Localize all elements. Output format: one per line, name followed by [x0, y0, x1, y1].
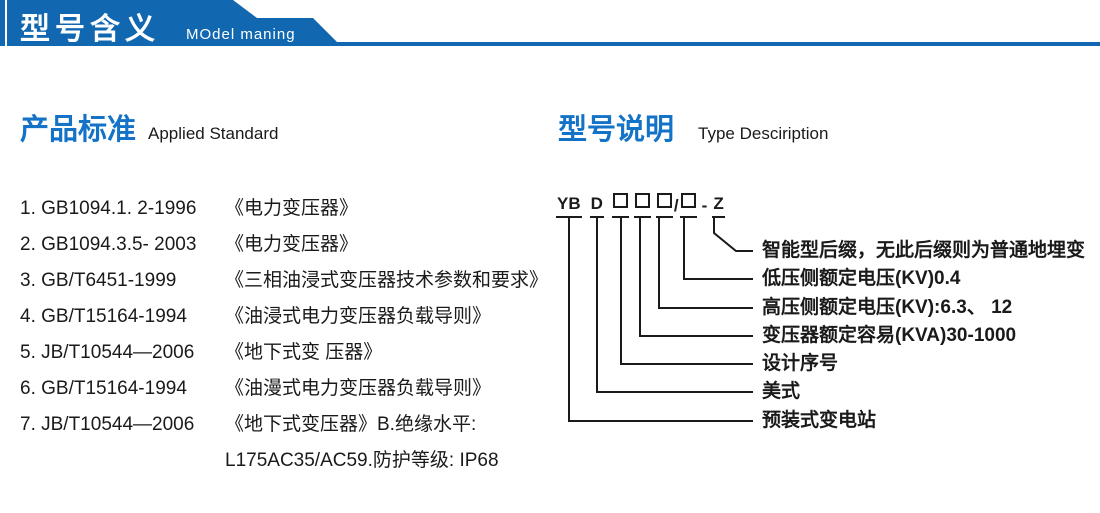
model-segment-box-1 — [611, 193, 629, 218]
standard-code: 4. GB/T15164-1994 — [20, 306, 187, 327]
standard-title: 《三相油浸式变压器技术参数和要求》 — [225, 270, 549, 291]
standard-code: 1. GB1094.1. 2-1996 — [20, 198, 197, 219]
applied-standard-heading-zh: 产品标准 — [20, 114, 137, 146]
type-description-heading: 型号说明 Type Desciription — [558, 106, 828, 148]
standard-title: 《电力变压器》 — [225, 198, 359, 219]
page-title-english: MOdel maning — [186, 26, 296, 43]
standard-item: 4. GB/T15164-1994 《油浸式电力变压器负载导则》 — [20, 303, 560, 339]
standard-title: 《地下式变 压器》 — [225, 342, 383, 363]
standard-code: 3. GB/T6451-1999 — [20, 270, 177, 291]
placeholder-box-icon — [680, 193, 696, 208]
standard-item-continuation: L175AC35/AC59.防护等级: IP68 — [20, 447, 560, 483]
callout-label-smart-suffix: 智能型后缀，无此后缀则为普通地埋变 — [762, 240, 1086, 261]
standard-title: 《油浸式电力变压器负载导则》 — [225, 306, 492, 327]
model-segment-box-4 — [679, 193, 697, 218]
applied-standard-heading: 产品标准 Applied Standard — [20, 106, 278, 148]
callout-label-american-style: 美式 — [762, 381, 801, 402]
standard-title: 《电力变压器》 — [225, 234, 359, 255]
standard-item: 3. GB/T6451-1999 《三相油浸式变压器技术参数和要求》 — [20, 267, 560, 303]
standard-code: 7. JB/T10544—2006 — [20, 414, 195, 435]
standard-code — [20, 447, 225, 483]
standard-item: 7. JB/T10544—2006 《地下式变压器》B.绝缘水平: — [20, 411, 560, 447]
placeholder-box-icon — [656, 193, 672, 208]
type-description-heading-en: Type Desciription — [698, 124, 829, 143]
callout-label-hv-voltage: 高压侧额定电压(KV):6.3、 12 — [762, 297, 1013, 318]
model-segment-slash: / — [673, 196, 679, 215]
callout-label-design-serial: 设计序号 — [762, 353, 839, 374]
page-title: 型号含义 — [20, 13, 160, 46]
standard-code: 5. JB/T10544—2006 — [20, 342, 195, 363]
callout-label-rated-capacity: 变压器额定容易(KVA)30-1000 — [762, 325, 1017, 346]
standard-code: 2. GB1094.3.5- 2003 — [20, 234, 197, 255]
standards-list: 1. GB1094.1. 2-1996 《电力变压器》 2. GB1094.3.… — [20, 195, 560, 483]
standard-title: 《地下式变压器》B.绝缘水平: — [225, 414, 477, 435]
standard-code: 6. GB/T15164-1994 — [20, 378, 187, 399]
model-segment-d: D — [589, 194, 604, 218]
standard-title: L175AC35/AC59.防护等级: IP68 — [225, 450, 499, 471]
model-segment-yb: YB — [556, 194, 582, 218]
applied-standard-heading-en: Applied Standard — [148, 124, 279, 143]
placeholder-box-icon — [612, 193, 628, 208]
type-description-heading-zh: 型号说明 — [558, 114, 675, 146]
model-segment-z: Z — [712, 194, 725, 218]
model-code: YB D / - Z — [556, 193, 725, 218]
model-segment-dash: - — [701, 196, 708, 215]
standard-item: 1. GB1094.1. 2-1996 《电力变压器》 — [20, 195, 560, 231]
callout-label-lv-voltage: 低压侧额定电压(KV)0.4 — [762, 268, 961, 289]
standard-item: 5. JB/T10544—2006 《地下式变 压器》 — [20, 339, 560, 375]
standard-title: 《油漫式电力变压器负载导则》 — [225, 378, 492, 399]
banner-shape — [0, 0, 1100, 46]
callout-label-prefab-substation: 预装式变电站 — [762, 410, 877, 431]
model-segment-box-2 — [633, 193, 651, 218]
standard-item: 6. GB/T15164-1994 《油漫式电力变压器负载导则》 — [20, 375, 560, 411]
placeholder-box-icon — [634, 193, 650, 208]
standard-item: 2. GB1094.3.5- 2003 《电力变压器》 — [20, 231, 560, 267]
model-segment-box-3 — [655, 193, 673, 218]
